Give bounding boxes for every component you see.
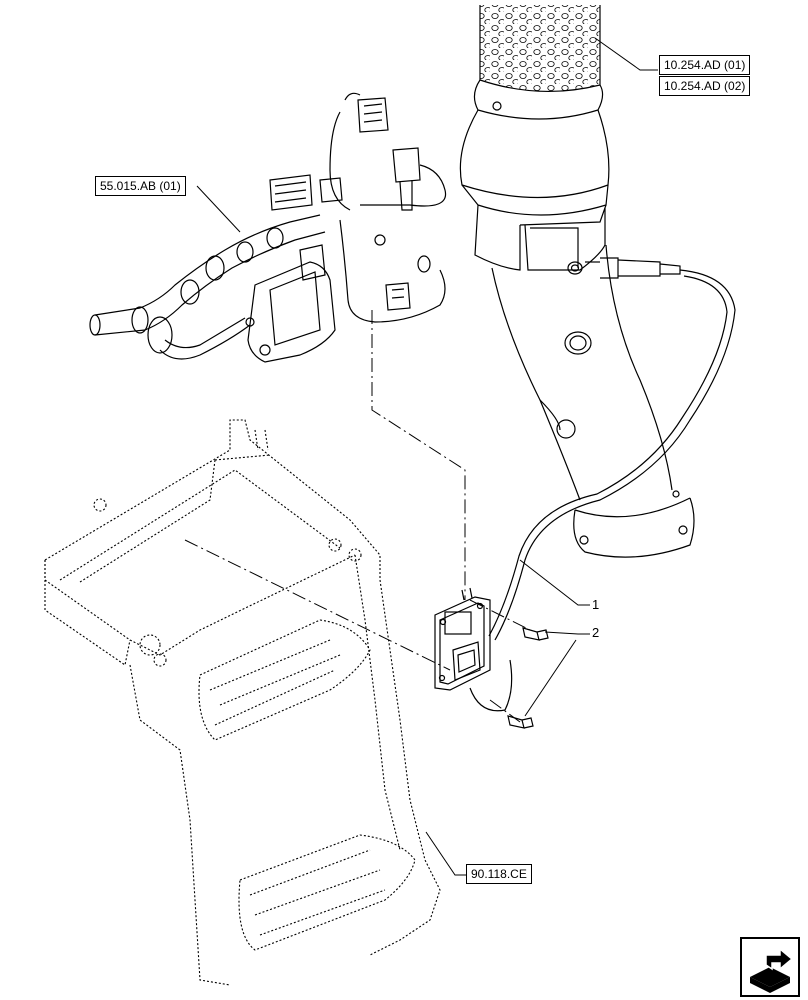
sensor-control-module bbox=[434, 587, 491, 691]
callout-item-1: 1 bbox=[592, 597, 600, 612]
reference-box-frame[interactable]: 90.118.CE bbox=[466, 864, 532, 884]
wiring-harness bbox=[89, 92, 447, 363]
reference-box-harness[interactable]: 55.015.AB (01) bbox=[95, 176, 186, 196]
bolts bbox=[507, 627, 549, 729]
exhaust-pipe bbox=[459, 5, 695, 558]
assembly-lines bbox=[184, 310, 531, 723]
reference-box-exhaust-2[interactable]: 10.254.AD (02) bbox=[659, 76, 751, 96]
reference-box-exhaust-1[interactable]: 10.254.AD (01) bbox=[659, 55, 751, 75]
callout-item-2: 2 bbox=[592, 625, 600, 640]
leader-lines bbox=[196, 37, 658, 876]
next-page-arrow-icon[interactable] bbox=[740, 937, 800, 997]
nox-sensor-cable bbox=[469, 257, 736, 712]
step-frame bbox=[44, 419, 441, 986]
